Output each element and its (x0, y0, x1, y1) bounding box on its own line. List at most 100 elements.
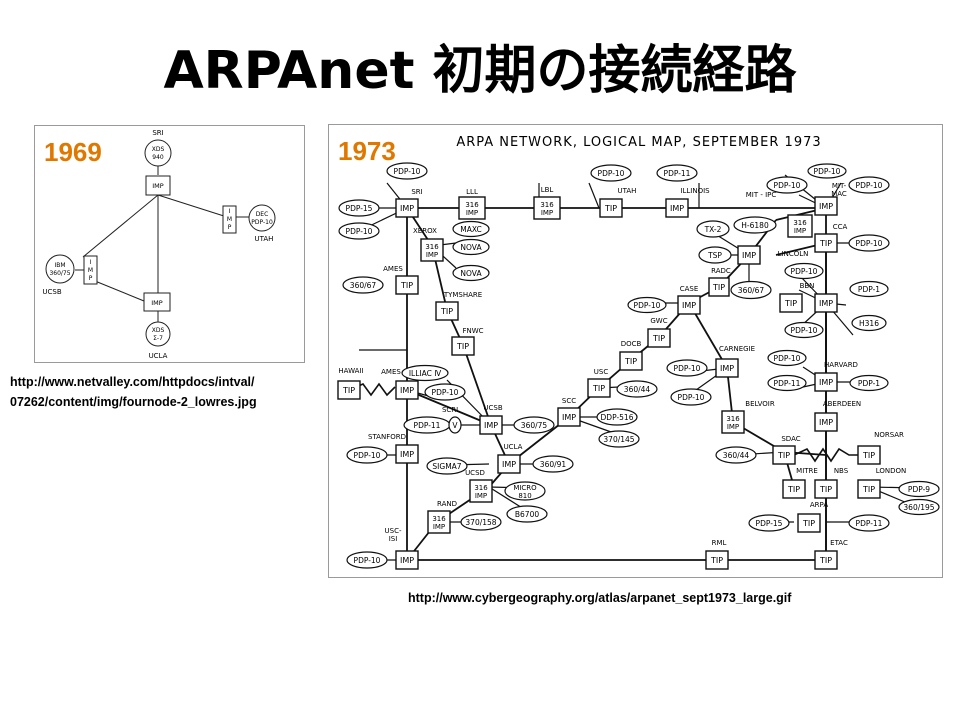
tip-arpa-label: TIP (802, 519, 815, 528)
imp-ucsb (479, 415, 503, 435)
host-pdp10-harvard-label: PDP-10 (774, 354, 801, 363)
host-tx2 (696, 220, 730, 238)
tip-norsar (857, 445, 881, 465)
host-label: PDP-10 (251, 219, 273, 226)
imp-label: P (89, 275, 93, 282)
map-1973-heading: ARPA NETWORK, LOGICAL MAP, SEPTEMBER 197… (456, 135, 821, 150)
host-pdp10-cca (848, 234, 890, 252)
imp-sri (395, 198, 419, 218)
host-pdp10-sri (386, 162, 428, 180)
imp-lincoln (737, 245, 761, 265)
host-nova-1 (452, 238, 490, 256)
host-label: DEC (256, 211, 269, 218)
site-label: UCSD (465, 469, 485, 477)
imp-ucsd (469, 479, 493, 503)
host-label: 940 (152, 154, 164, 161)
host-pdp15-sri (338, 199, 380, 217)
tip-usc (587, 378, 611, 398)
host-36075-ucsb-label: 360/75 (521, 421, 548, 430)
site-label-utah-1969: UTAH (255, 235, 274, 243)
host-370158-label: 370/158 (465, 518, 496, 527)
imp-label: I (90, 259, 92, 266)
host-micro810-label: 810 (518, 492, 531, 500)
imp-aberdeen (814, 412, 838, 432)
tip-rml (705, 550, 729, 570)
host-pdp10-harvard (767, 349, 807, 367)
host-pdp10-carnegie (666, 359, 708, 377)
host-360195-label: 360/195 (903, 503, 934, 512)
site-label: SCC (562, 397, 576, 405)
host-pdp9 (898, 480, 940, 498)
tip-bbn (779, 293, 803, 313)
host-h6180-label: H-6180 (741, 221, 769, 230)
site-label: AMES (383, 265, 403, 273)
tip-radc-label: TIP (712, 283, 725, 292)
host-pdp11-scrl-label: PDP-11 (414, 421, 441, 430)
imp-stanford (395, 444, 419, 464)
site-label: UCSB (483, 404, 502, 412)
tip-etac (814, 550, 838, 570)
host-label: XDS (152, 327, 165, 334)
imp-ames-label: IMP (400, 386, 414, 395)
host-pdp15-sri-label: PDP-15 (346, 204, 373, 213)
host-pdp10-case (627, 296, 667, 314)
imp-xerox-label: 316 (425, 243, 439, 251)
tip-utah-label: TIP (604, 204, 617, 213)
site-label: MAC (831, 190, 847, 198)
host-pdp10-mitipc-label: PDP-10 (774, 181, 801, 190)
host-h316 (851, 314, 887, 332)
map-1969-diagram: SRI XDS 940 IMP I M P DEC PDP-10 UTAH IB… (42, 129, 276, 360)
site-label: RADC (711, 267, 731, 275)
url-1969: http://www.netvalley.com/httpdocs/intval… (10, 372, 257, 412)
host-pdp11-illinois-label: PDP-11 (664, 169, 691, 178)
host-micro810 (504, 481, 546, 501)
site-label: SRI (411, 188, 422, 196)
imp-lll (458, 196, 486, 220)
tip-hawaii-label: TIP (342, 386, 355, 395)
site-label: LONDON (876, 467, 907, 475)
tip-radc (708, 277, 730, 297)
site-label: ABERDEEN (823, 400, 861, 408)
host-b6700-label: B6700 (515, 510, 539, 519)
host-36091 (532, 455, 574, 473)
tip-nbs-label: TIP (819, 485, 832, 494)
host-pdp10-usc-isi-label: PDP-10 (354, 556, 381, 565)
site-label-ucla-1969: UCLA (149, 352, 168, 360)
site-label: ETAC (830, 539, 848, 547)
host-ucsb-1969 (45, 254, 75, 284)
host-pdp9-label: PDP-9 (908, 485, 930, 494)
imp-ucsd-label: IMP (475, 492, 487, 500)
host-36044-sdac-label: 360/44 (723, 451, 750, 460)
year-label-1969: 1969 (44, 137, 102, 167)
imp-ucla-label: IMP (502, 460, 516, 469)
imp-belvoir (721, 410, 745, 434)
site-label: LBL (541, 186, 554, 194)
host-36075-ucsb (513, 416, 555, 434)
imp-usc-isi-label: IMP (400, 556, 414, 565)
imp-ucla-1969 (143, 292, 171, 312)
imp-ucsd-label: 316 (474, 484, 488, 492)
host-pdp10-sri-2 (338, 222, 380, 240)
url-1973: http://www.cybergeography.org/atlas/arpa… (408, 591, 792, 605)
host-pdp10-stanford (346, 446, 388, 464)
host-370145-label: 370/145 (603, 435, 634, 444)
tip-norsar-label: TIP (862, 451, 875, 460)
host-pdp10-mitmac-2 (848, 176, 890, 194)
host-v-scrl-label: V (452, 421, 458, 430)
host-pdp10-bbn (784, 262, 824, 280)
host-360195 (898, 498, 940, 516)
host-pdp10-mitmac-label: PDP-10 (814, 167, 841, 176)
host-pdp10-usc-isi (346, 551, 388, 569)
host-36044-usc-label: 360/44 (624, 385, 651, 394)
tip-london-label: TIP (862, 485, 875, 494)
host-h6180 (733, 216, 777, 234)
site-label: LLL (466, 188, 478, 196)
host-tsp-label: TSP (707, 251, 722, 260)
imp-label: M (88, 267, 93, 274)
site-label: BELVOIR (745, 400, 775, 408)
site-label: ILLINOIS (680, 187, 710, 195)
host-v-scrl (448, 416, 462, 434)
year-label-1973: 1973 (338, 136, 396, 166)
host-36091-label: 360/91 (540, 460, 567, 469)
imp-bbn-label: IMP (819, 299, 833, 308)
